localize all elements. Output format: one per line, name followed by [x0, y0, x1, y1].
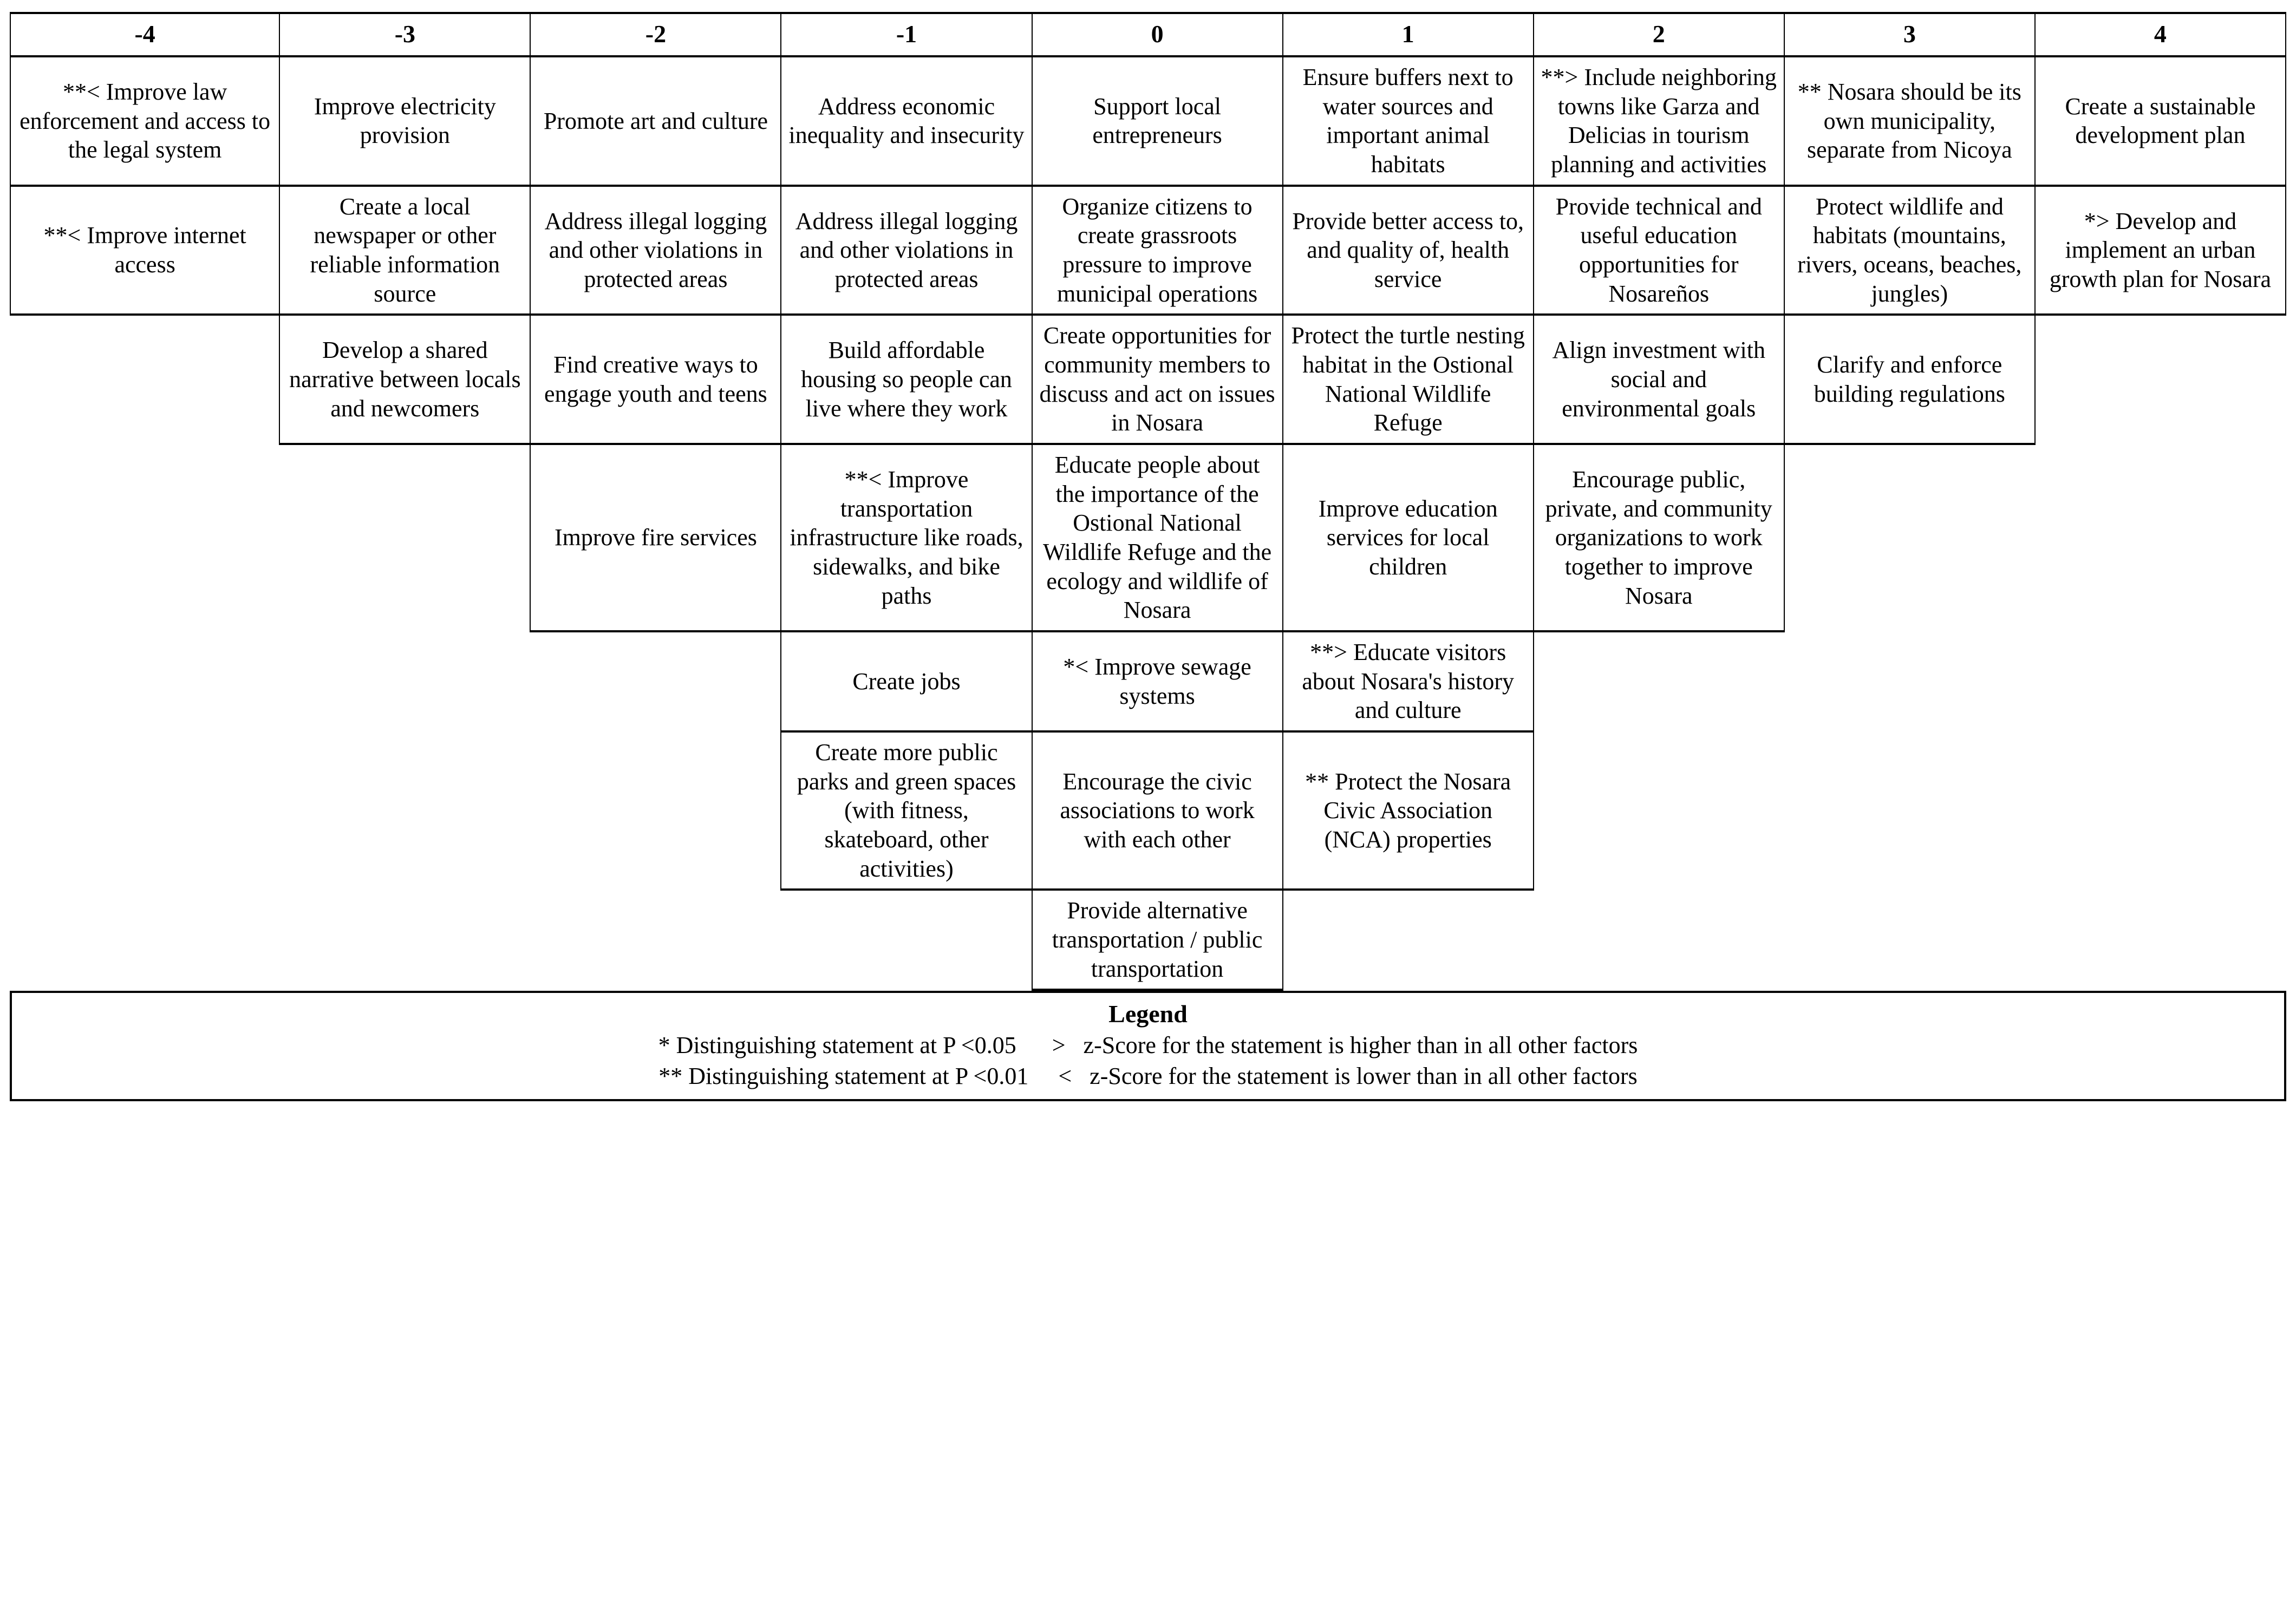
- empty-cell: [10, 444, 279, 631]
- statement-cell: *> Develop and implement an urban growth…: [2034, 184, 2287, 316]
- statement-cell: Promote art and culture: [530, 55, 782, 187]
- table-body: **< Improve law enforcement and access t…: [9, 55, 2287, 991]
- empty-cell: [1534, 890, 1784, 990]
- empty-cell: [279, 444, 530, 631]
- empty-cell: [2035, 731, 2286, 890]
- empty-cell: [10, 890, 279, 990]
- statement-cell: Improve fire services: [530, 443, 782, 633]
- table-row: Improve fire services**< Improve transpo…: [10, 443, 2286, 633]
- statement-cell: Ensure buffers next to water sources and…: [1282, 55, 1534, 187]
- table-row: **< Improve law enforcement and access t…: [9, 55, 2287, 187]
- empty-cell: [2035, 631, 2286, 731]
- statement-cell: Provide better access to, and quality of…: [1282, 184, 1534, 316]
- column-header-2: 2: [1532, 12, 1785, 57]
- empty-cell: [1784, 444, 2035, 631]
- column-header-4: 4: [2034, 12, 2287, 57]
- empty-cell: [10, 315, 279, 444]
- empty-cell: [279, 890, 530, 990]
- statement-cell: Organize citizens to create grassroots p…: [1031, 184, 1283, 316]
- statement-cell: **< Improve internet access: [9, 184, 281, 316]
- empty-cell: [530, 631, 781, 731]
- empty-cell: [2035, 890, 2286, 990]
- table-row: Create jobs*< Improve sewage systems**> …: [10, 630, 2286, 733]
- statement-cell: Protect the turtle nesting habitat in th…: [1282, 313, 1534, 446]
- statement-cell: Develop a shared narrative between local…: [279, 313, 531, 446]
- column-header--3: -3: [279, 12, 531, 57]
- statement-cell: Create a sustainable development plan: [2034, 55, 2287, 187]
- statement-cell: Address economic inequality and insecuri…: [780, 55, 1033, 187]
- column-header--2: -2: [530, 12, 782, 57]
- statement-cell: Align investment with social and environ…: [1532, 313, 1785, 446]
- column-header--4: -4: [9, 12, 281, 57]
- empty-cell: [279, 731, 530, 890]
- legend-title: Legend: [1108, 1000, 1188, 1028]
- statement-cell: Clarify and enforce building regulations: [1783, 313, 2036, 446]
- table-row: Provide alternative transportation / pub…: [10, 888, 2286, 991]
- empty-cell: [1534, 631, 1784, 731]
- column-header-0: 0: [1031, 12, 1283, 57]
- column-header--1: -1: [780, 12, 1033, 57]
- statement-cell: Support local entrepreneurs: [1031, 55, 1283, 187]
- statement-cell: **> Educate visitors about Nosara's hist…: [1282, 630, 1534, 733]
- statement-cell: Improve electricity provision: [279, 55, 531, 187]
- empty-cell: [10, 731, 279, 890]
- statement-cell: ** Protect the Nosara Civic Association …: [1282, 730, 1534, 891]
- empty-cell: [1784, 631, 2035, 731]
- statement-cell: ** Nosara should be its own municipality…: [1783, 55, 2036, 187]
- empty-cell: [2035, 444, 2286, 631]
- column-header-3: 3: [1783, 12, 2036, 57]
- statement-cell: **> Include neighboring towns like Garza…: [1532, 55, 1785, 187]
- statement-cell: Encourage public, private, and community…: [1532, 443, 1785, 633]
- empty-cell: [781, 890, 1032, 990]
- statement-cell: Address illegal logging and other violat…: [530, 184, 782, 316]
- empty-cell: [279, 631, 530, 731]
- empty-cell: [2035, 315, 2286, 444]
- statement-cell: Protect wildlife and habitats (mountains…: [1783, 184, 2036, 316]
- table-header-row: -4 -3 -2 -1 0 1 2 3 4: [9, 12, 2287, 57]
- statement-cell: Build affordable housing so people can l…: [780, 313, 1033, 446]
- statement-cell: Find creative ways to engage youth and t…: [530, 313, 782, 446]
- statement-cell: Create opportunities for community membe…: [1031, 313, 1283, 446]
- statement-cell: Encourage the civic associations to work…: [1031, 730, 1283, 891]
- statement-cell: Provide alternative transportation / pub…: [1031, 888, 1283, 991]
- empty-cell: [1784, 731, 2035, 890]
- empty-cell: [1283, 890, 1534, 990]
- statement-cell: *< Improve sewage systems: [1031, 630, 1283, 733]
- legend-line-2: ** Distinguishing statement at P <0.01 <…: [658, 1063, 1638, 1090]
- column-header-1: 1: [1282, 12, 1534, 57]
- statement-cell: Create a local newspaper or other reliab…: [279, 184, 531, 316]
- statement-cell: **< Improve law enforcement and access t…: [9, 55, 281, 187]
- legend-cell: Legend * Distinguishing statement at P <…: [10, 991, 2286, 1102]
- statement-cell: Address illegal logging and other violat…: [780, 184, 1033, 316]
- statement-cell: Provide technical and useful education o…: [1532, 184, 1785, 316]
- q-sort-distribution-table: -4 -3 -2 -1 0 1 2 3 4 **< Improve law en…: [9, 12, 2287, 991]
- table-row: Develop a shared narrative between local…: [10, 313, 2286, 446]
- empty-cell: [1784, 890, 2035, 990]
- legend-block: Legend * Distinguishing statement at P <…: [10, 991, 2286, 1102]
- statement-cell: Educate people about the importance of t…: [1031, 443, 1283, 633]
- statement-cell: Create jobs: [780, 630, 1033, 733]
- empty-cell: [1534, 731, 1784, 890]
- empty-cell: [10, 631, 279, 731]
- empty-cell: [530, 731, 781, 890]
- legend-line-1: * Distinguishing statement at P <0.05 > …: [658, 1031, 1638, 1058]
- statement-cell: **< Improve transportation infrastructur…: [780, 443, 1033, 633]
- statement-cell: Create more public parks and green space…: [780, 730, 1033, 891]
- table-row: Create more public parks and green space…: [10, 730, 2286, 891]
- statement-cell: Improve education services for local chi…: [1282, 443, 1534, 633]
- empty-cell: [530, 890, 781, 990]
